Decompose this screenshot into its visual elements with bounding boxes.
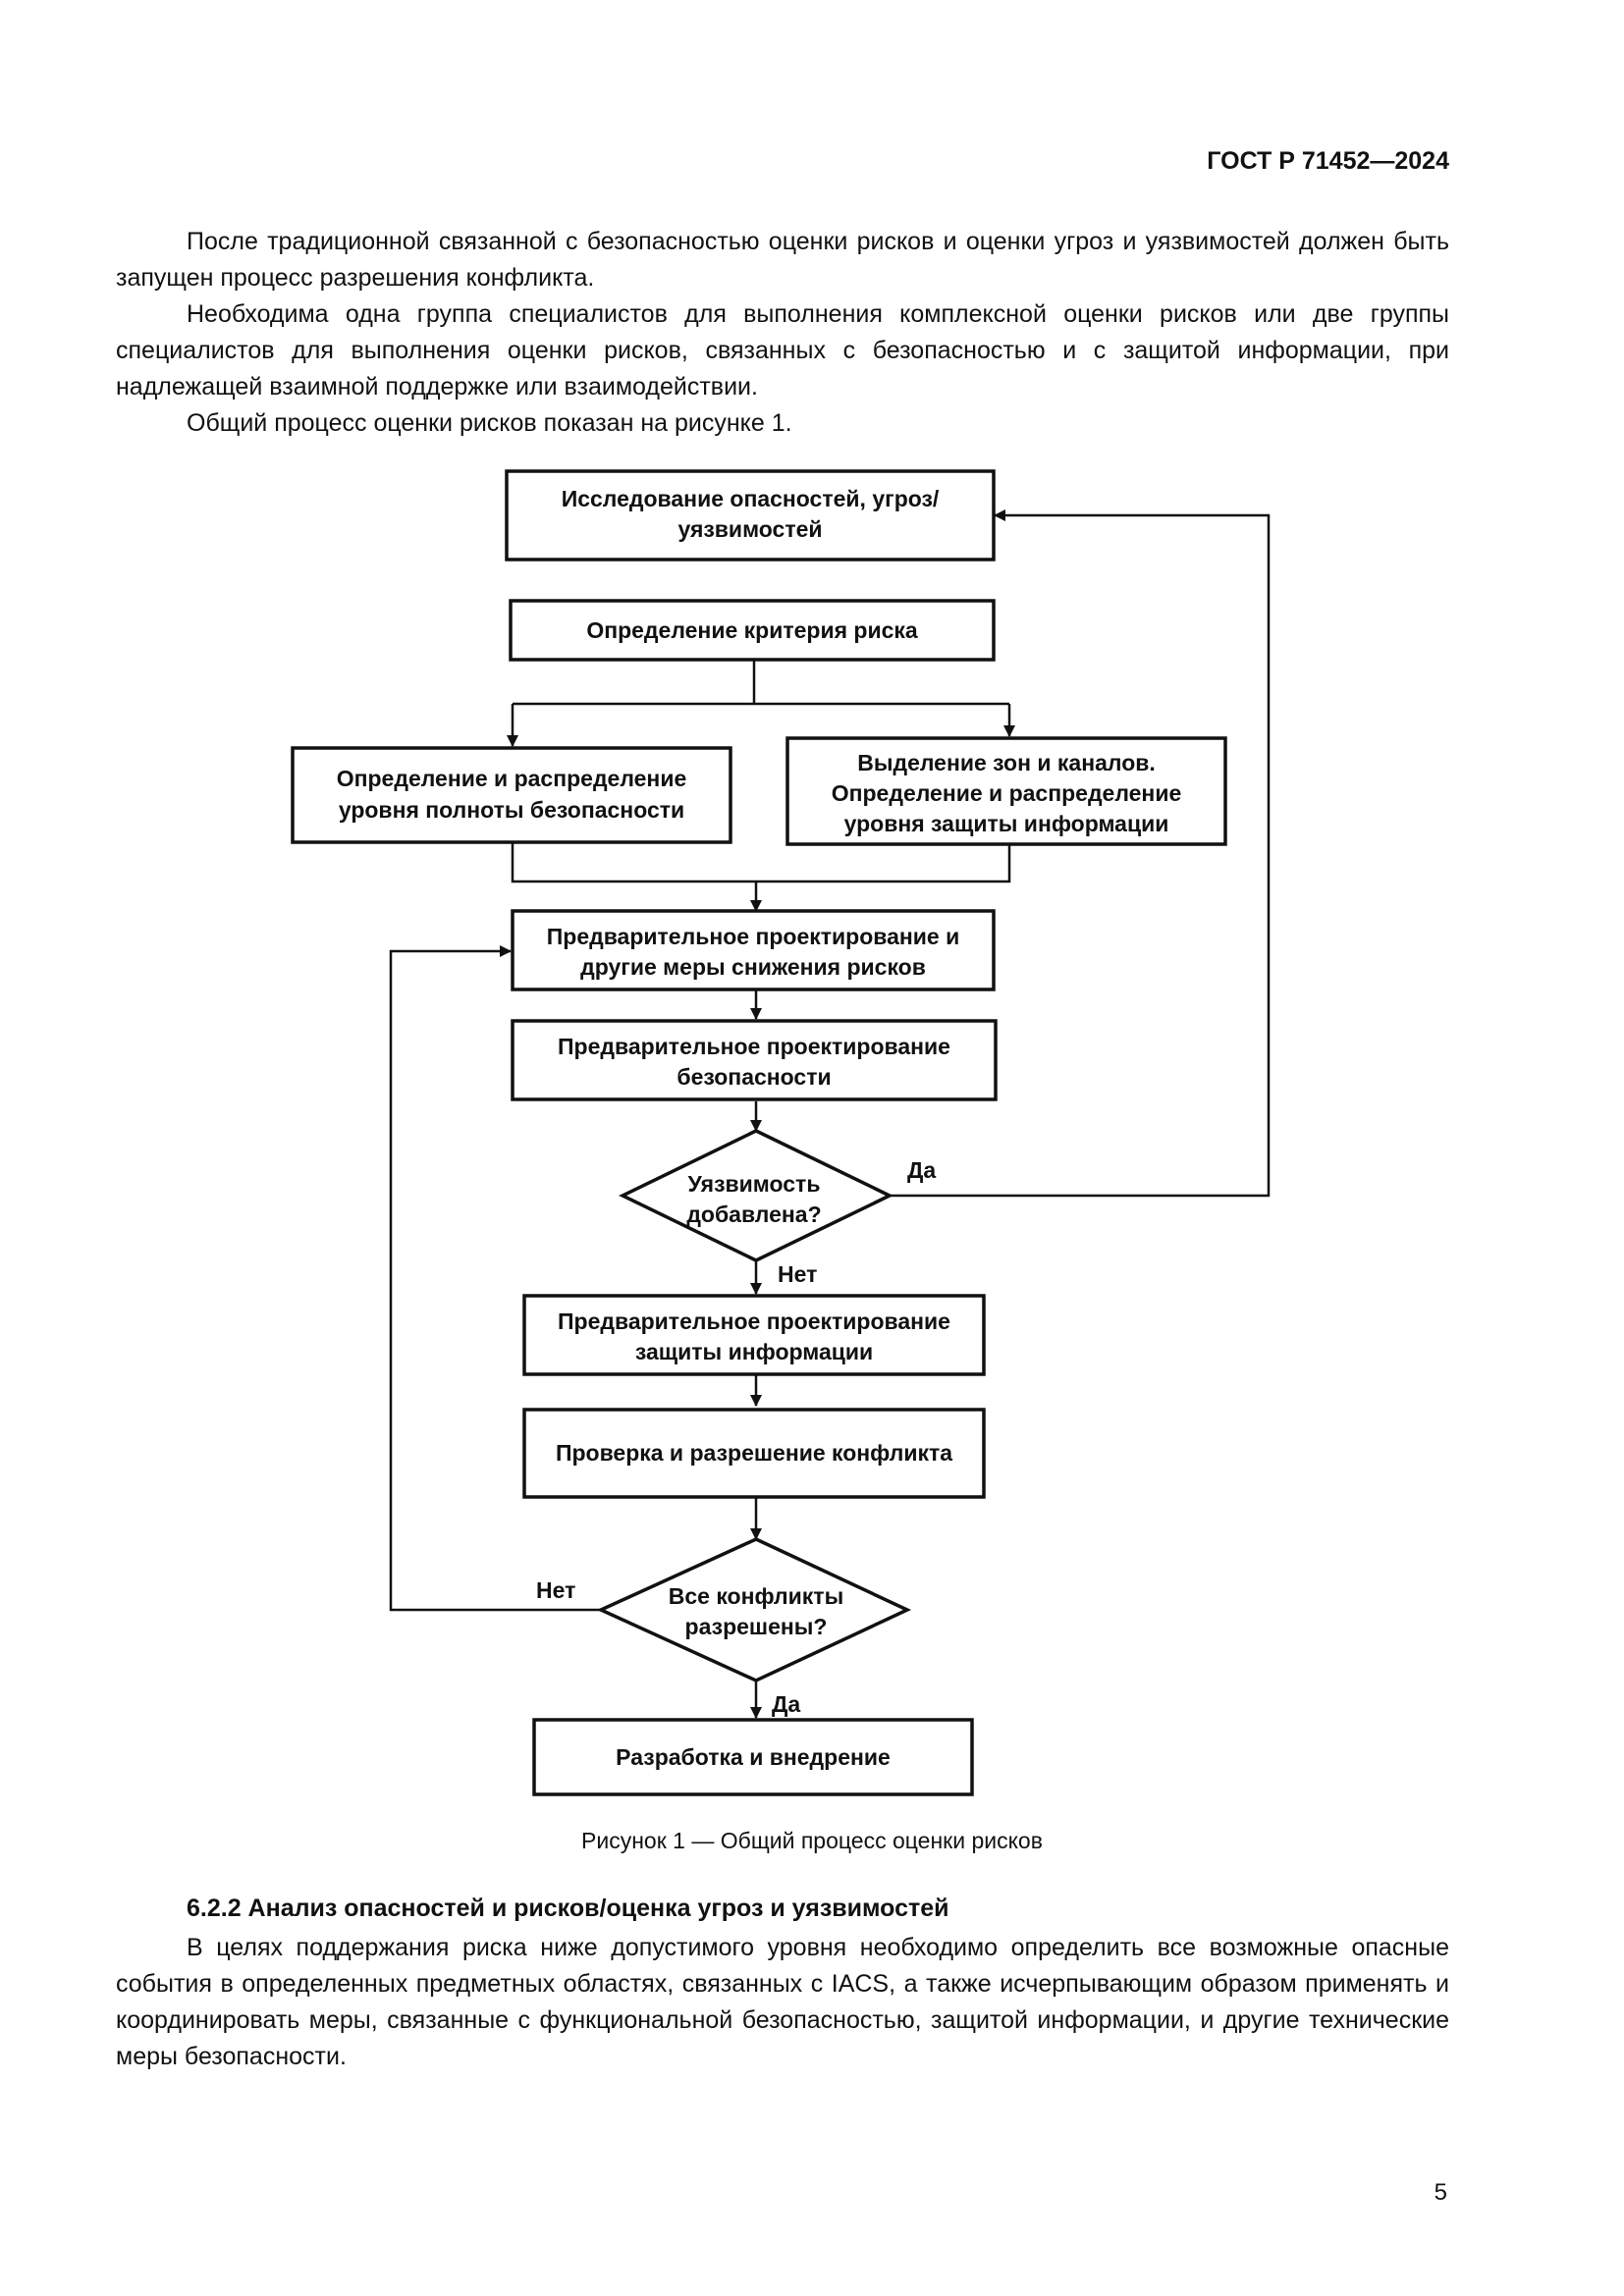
decision-conflicts-yes-label: Да (772, 1691, 800, 1717)
paragraph-2: Необходима одна группа специалистов для … (116, 296, 1449, 405)
step-security-line1: Предварительное проектирование (558, 1308, 950, 1334)
step-zones-conduits-box (785, 736, 1227, 846)
step-zones-line2: Определение и распределение (832, 780, 1182, 806)
decision-vulnerability-no-label: Нет (778, 1261, 817, 1287)
decision-conflicts-line1: Все конфликты (669, 1583, 843, 1609)
step-conflict-resolution-box (522, 1408, 986, 1499)
decision-vulnerability-line1: Уязвимость (688, 1171, 821, 1197)
step-development-box (532, 1718, 974, 1796)
step-sil-line2b: уровня полноты безопасности (339, 797, 684, 823)
step-conflict-label: Проверка и разрешение конфликта (556, 1440, 952, 1466)
paragraph-2-text: Необходима одна группа специалистов для … (116, 300, 1449, 400)
step-preliminary-design-box (511, 909, 996, 991)
step-risk-criteria-box (509, 599, 996, 662)
paragraph-4: В целях поддержания риска ниже допустимо… (116, 1930, 1449, 2075)
step-safety-design-box (511, 1019, 998, 1101)
step-sil-allocation-box (291, 746, 732, 844)
decision-vulnerability-added (618, 1129, 894, 1262)
paragraph-3: Общий процесс оценки рисков показан на р… (116, 405, 1449, 442)
figure-caption: Рисунок 1 — Общий процесс оценки рисков (581, 1828, 1043, 1853)
step-preliminary-line1: Предварительное проектирование и (547, 924, 960, 949)
decision-conflicts-no-label: Нет (536, 1577, 575, 1603)
step-sil-line1: Определение и распределение (337, 766, 687, 791)
decision-conflicts-line2: разрешены? (685, 1614, 828, 1639)
flow-connectors (389, 509, 1271, 1719)
paragraph-3-text: Общий процесс оценки рисков показан на р… (187, 409, 792, 437)
step-development-label: Разработка и внедрение (616, 1744, 891, 1770)
decision-vulnerability-yes-label: Да (907, 1157, 936, 1183)
paragraph-1-text: После традиционной связанной с безопасно… (116, 228, 1449, 292)
step-zones-line1: Выделение зон и каналов. (857, 750, 1156, 775)
decision-vulnerability-line2: добавлена? (686, 1201, 821, 1227)
step-hazard-study-line2: уязвимостей (677, 516, 822, 542)
step-zones-line3: уровня защиты информации (844, 811, 1169, 836)
step-preliminary-line2: другие меры снижения рисков (580, 954, 926, 980)
step-hazard-study-box (505, 469, 996, 561)
paragraph-4-text: В целях поддержания риска ниже допустимо… (116, 1934, 1449, 2070)
step-safety-line1: Предварительное проектирование (558, 1034, 950, 1059)
page-number: 5 (1434, 2179, 1447, 2206)
step-risk-criteria-label: Определение критерия риска (586, 617, 918, 643)
step-security-line2: защиты информации (635, 1339, 873, 1364)
decision-conflicts-resolved (596, 1537, 912, 1682)
step-hazard-study-line1: Исследование опасностей, угроз/ (562, 486, 940, 511)
paragraph-1: После традиционной связанной с безопасно… (116, 224, 1449, 296)
section-title: 6.2.2 Анализ опасностей и рисков/оценка … (187, 1895, 949, 1922)
step-security-design-box (522, 1294, 986, 1376)
document-header: ГОСТ Р 71452—2024 (1207, 147, 1449, 175)
step-safety-line2: безопасности (677, 1064, 831, 1090)
